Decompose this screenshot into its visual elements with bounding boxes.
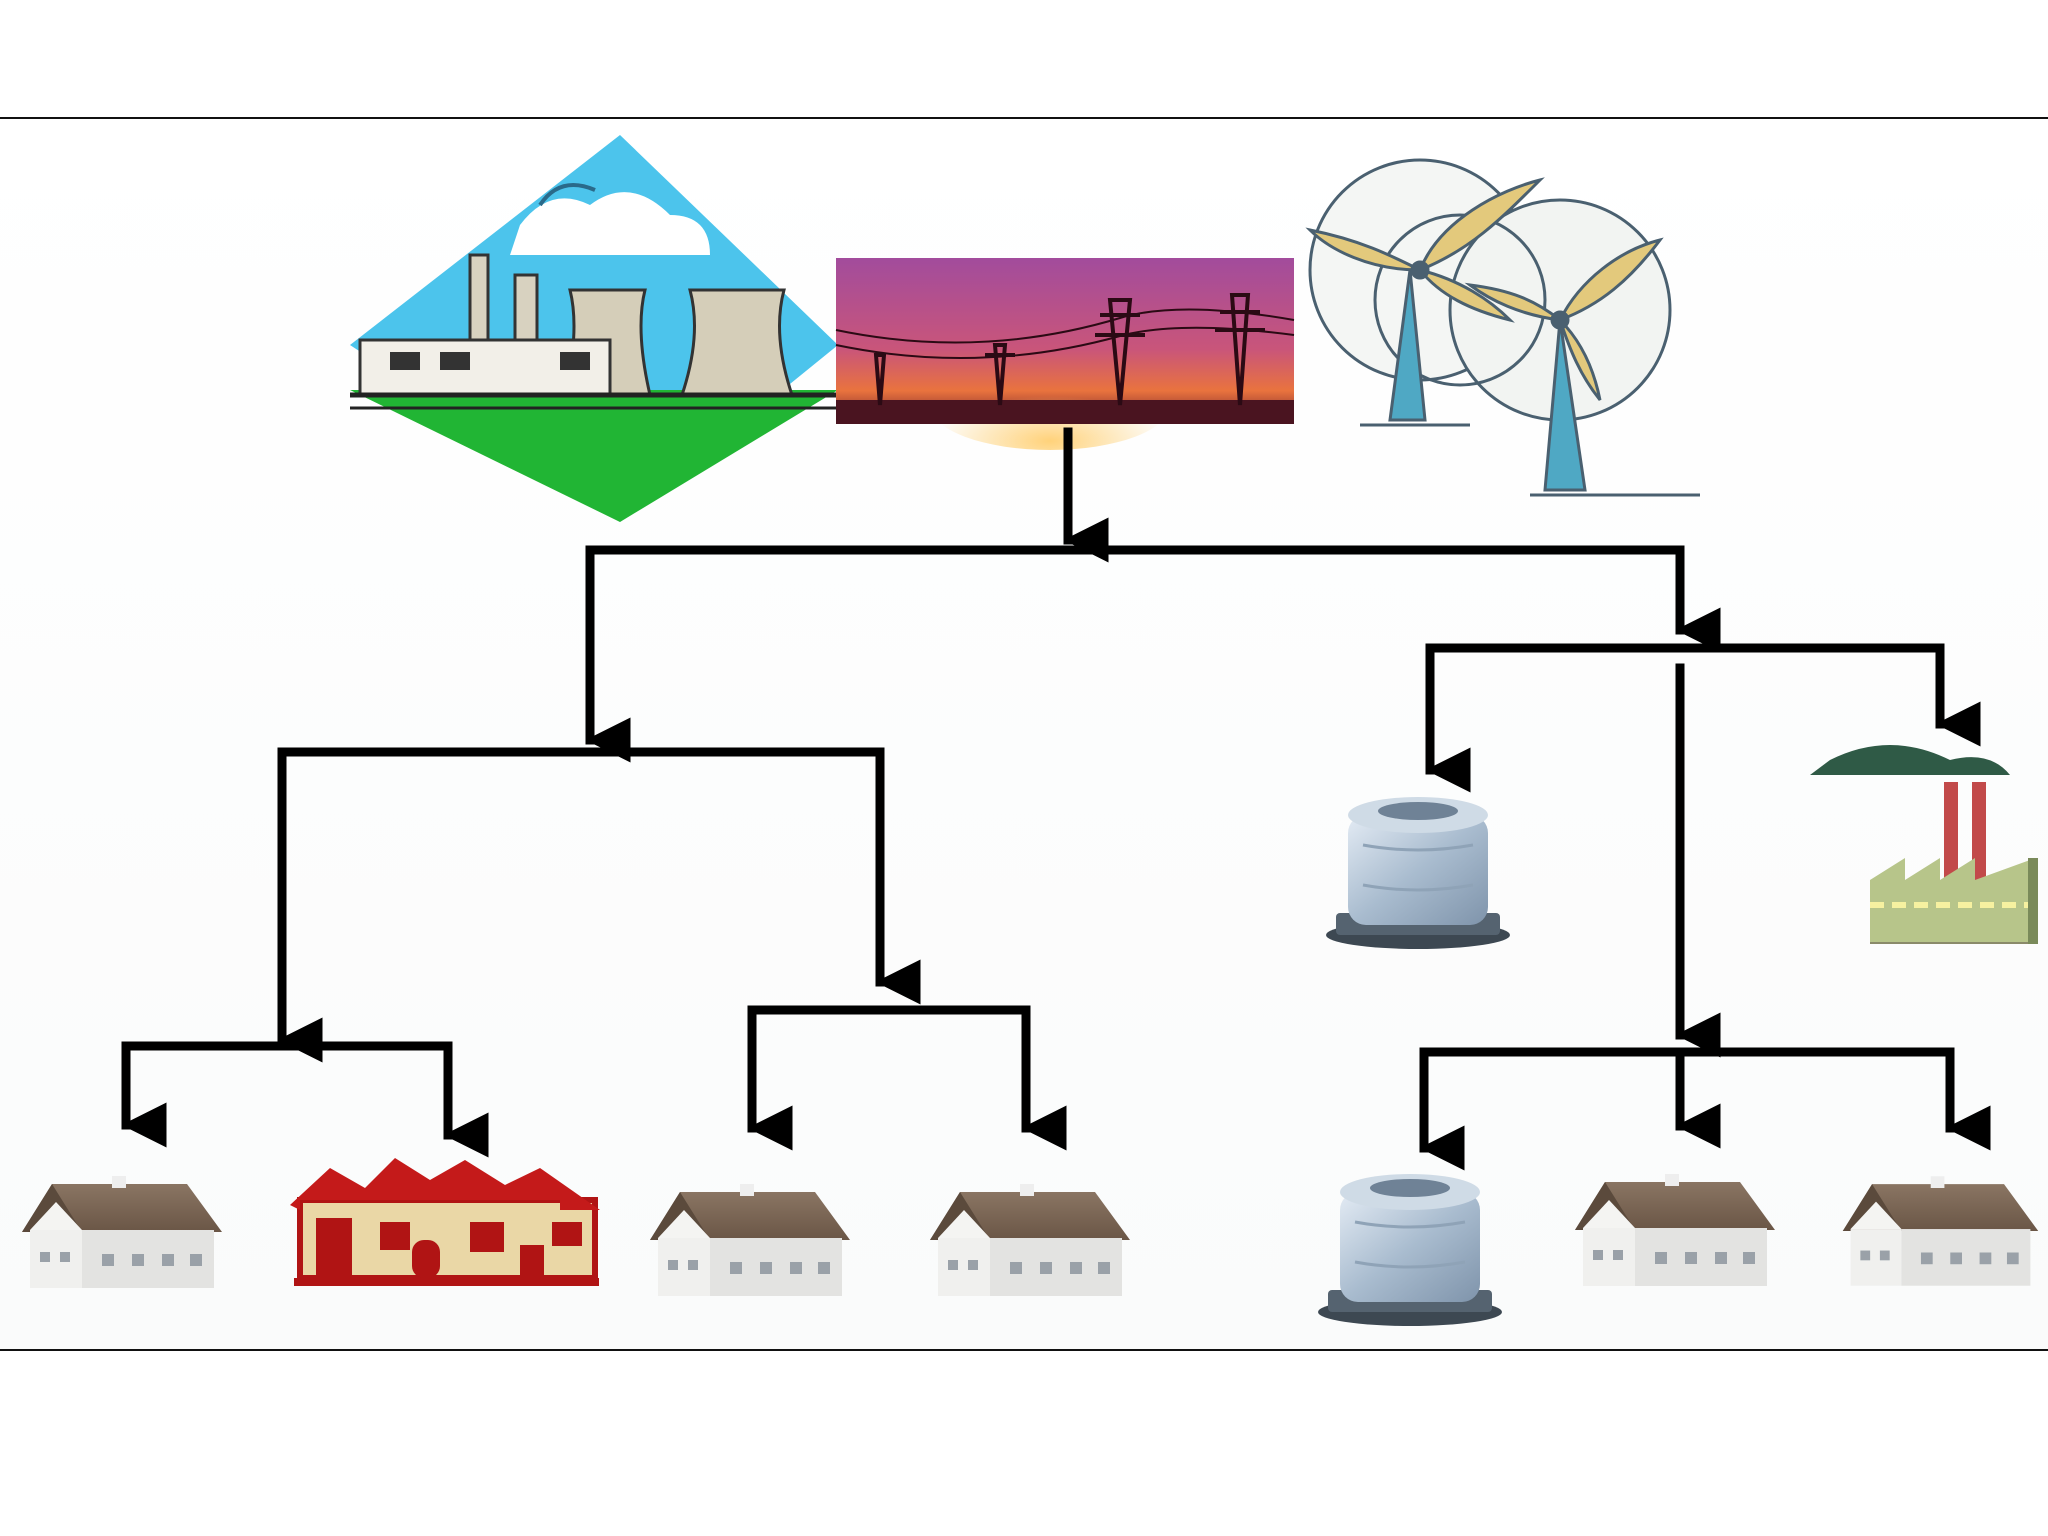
- house-icon: [22, 1176, 222, 1288]
- connector-lines: [121, 427, 1991, 1171]
- house-icon: [930, 1184, 1130, 1296]
- wind-turbine-icon: [1305, 158, 1700, 497]
- house-icon: [650, 1184, 850, 1296]
- transmission-tower-icon: [835, 258, 1295, 450]
- transformer-icon: [1316, 1172, 1504, 1328]
- power-plant-icon: [350, 135, 838, 522]
- townhouses-icon: [290, 1158, 600, 1286]
- house-icon: [1575, 1174, 1775, 1286]
- transformer-icon: [1324, 795, 1512, 951]
- house-icon: [1842, 1176, 2039, 1286]
- factory-icon: [1810, 745, 2038, 944]
